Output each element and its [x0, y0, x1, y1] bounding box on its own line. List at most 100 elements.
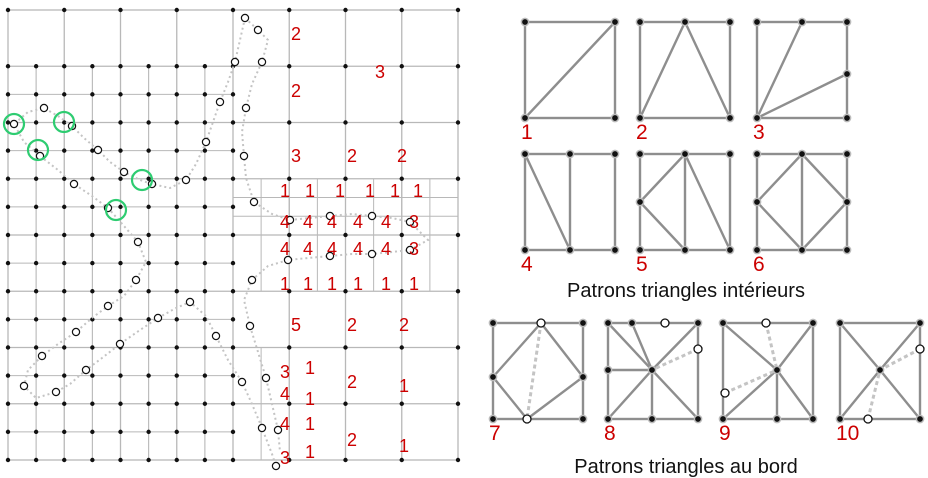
- highlight-circle: [2, 112, 26, 136]
- grid-vertex: [287, 401, 292, 406]
- grid-vertex: [62, 64, 67, 69]
- pattern-node: [842, 149, 852, 159]
- grid-vertex: [202, 260, 208, 266]
- grid-vertex: [455, 457, 461, 463]
- grid-vertex: [455, 120, 461, 125]
- grid-vertex: [230, 457, 236, 463]
- pattern-10: 10: [835, 318, 925, 445]
- grid-vertex: [5, 401, 11, 406]
- grid-vertex: [33, 204, 39, 210]
- cell-label: 1: [353, 274, 363, 294]
- intersection-point: [325, 211, 335, 221]
- grid-vertex: [62, 120, 67, 125]
- intersection-point: [51, 387, 61, 397]
- cell-label: 4: [303, 212, 313, 232]
- grid-vertex: [33, 289, 39, 294]
- intersection-point: [9, 119, 19, 129]
- highlight-circle: [52, 110, 76, 134]
- pattern-edge: [879, 322, 921, 371]
- cell-label: 5: [291, 315, 301, 335]
- grid-vertex: [202, 373, 208, 378]
- grid-vertex: [90, 176, 95, 181]
- cell-label: 4: [280, 384, 290, 404]
- cell-label: 3: [409, 239, 419, 259]
- pattern-node: [718, 414, 728, 424]
- pattern-node: [635, 17, 645, 27]
- grid-vertex: [62, 429, 67, 435]
- grid-vertex: [146, 176, 151, 181]
- intersection-point: [247, 275, 257, 285]
- intersection-point: [230, 57, 240, 67]
- curve-path: [12, 17, 277, 467]
- grid-vertex: [230, 120, 236, 125]
- grid-vertex: [33, 401, 39, 406]
- pattern-edge: [755, 21, 804, 119]
- pattern-dashed-edge: [879, 347, 921, 372]
- pattern-node: [610, 149, 620, 159]
- cell-label: 4: [353, 239, 363, 259]
- grid-vertex: [90, 92, 95, 97]
- grid-vertex: [118, 120, 123, 125]
- pattern-node: [603, 318, 613, 328]
- grid-vertex: [146, 120, 151, 125]
- grid-vertex: [202, 457, 208, 463]
- cell-label: 3: [280, 448, 290, 468]
- grid-vertex: [118, 260, 123, 266]
- pattern-dashed-edge: [525, 322, 543, 420]
- pattern-node: [647, 365, 657, 375]
- cell-label: 3: [280, 362, 290, 382]
- pattern-hollow-node: [761, 318, 771, 328]
- grid-vertex: [230, 232, 236, 238]
- grid-vertex: [90, 260, 95, 266]
- grid-vertex: [33, 260, 39, 266]
- grid-vertex: [455, 176, 461, 181]
- grid-vertex: [90, 317, 95, 322]
- pattern-node: [578, 414, 588, 424]
- pattern-node: [915, 414, 925, 424]
- cell-label: 4: [280, 239, 290, 259]
- pattern-node: [725, 245, 735, 255]
- grid-vertex: [230, 176, 236, 181]
- intersection-point: [240, 13, 250, 23]
- grid-vertex: [33, 373, 39, 378]
- grid-vertex: [5, 429, 11, 435]
- grid-vertex: [146, 92, 151, 97]
- pattern-label: 9: [719, 422, 731, 445]
- grid-vertex: [230, 92, 236, 97]
- quadtree-grid: [5, 7, 461, 463]
- grid-vertex: [33, 92, 39, 97]
- cell-label: 1: [365, 181, 375, 201]
- pattern-node: [797, 149, 807, 159]
- grid-vertex: [62, 289, 67, 294]
- pattern-dashed-edge: [651, 347, 699, 372]
- pattern-node: [835, 414, 845, 424]
- cell-label: 2: [347, 430, 357, 450]
- cell-label: 2: [397, 146, 407, 166]
- grid-vertex: [90, 289, 95, 294]
- pattern-node: [752, 17, 762, 27]
- grid-vertex: [230, 373, 236, 378]
- pattern-node: [565, 245, 575, 255]
- intersection-point: [93, 145, 103, 155]
- grid-vertex: [174, 317, 179, 322]
- intersection-point: [239, 151, 249, 161]
- pattern-hollow-node: [660, 318, 670, 328]
- pattern-edge: [639, 153, 686, 203]
- pattern-edge: [722, 322, 778, 371]
- grid-vertex: [287, 7, 292, 13]
- grid-vertex: [343, 64, 348, 69]
- grid-vertex: [455, 64, 461, 69]
- cell-label: 3: [291, 146, 301, 166]
- intersection-point: [115, 339, 125, 349]
- grid-vertex: [146, 64, 151, 69]
- pattern-edge: [651, 322, 699, 371]
- grid-vertex: [90, 148, 95, 153]
- grid-vertex: [399, 64, 404, 69]
- grid-vertex: [62, 7, 67, 13]
- grid-vertex: [202, 176, 208, 181]
- pattern-node: [752, 245, 762, 255]
- cell-label: 1: [409, 274, 419, 294]
- grid-vertex: [146, 401, 151, 406]
- pattern-node: [520, 245, 530, 255]
- pattern-node: [520, 113, 530, 123]
